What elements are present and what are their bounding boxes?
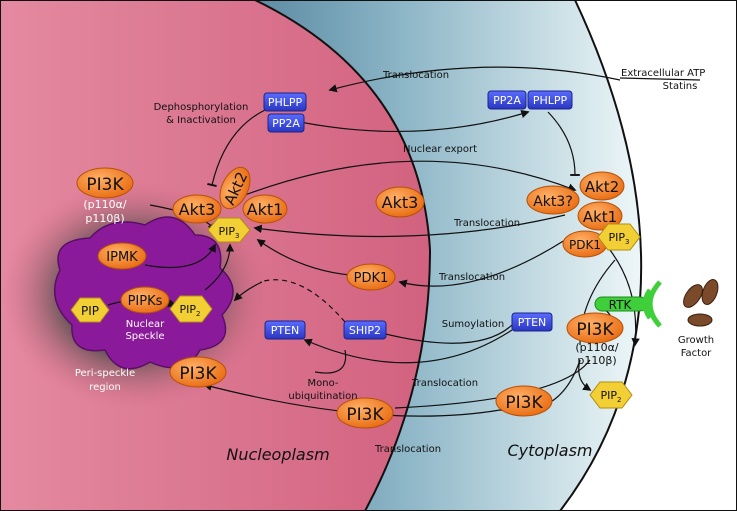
translocation-pten-label: Translocation [411, 378, 478, 389]
cytoplasm-label: Cytoplasm [507, 441, 592, 460]
translocation-top-label: Translocation [382, 70, 449, 81]
pi3k-nuclear-label: PI3K [86, 175, 124, 195]
translocation-pdk1-label: Translocation [438, 272, 505, 283]
extracellular-line2: Statins [663, 81, 698, 92]
ship2-label: SHIP2 [349, 324, 381, 337]
pi3k-nuclear-lower-label: PI3K [179, 364, 217, 384]
extracellular-line1: Extracellular ATP [621, 68, 705, 79]
pip3-cyto-node [597, 223, 641, 251]
sumoylation-label: Sumoylation [442, 319, 505, 330]
rtk-label: RTK [609, 298, 633, 312]
pip3-nuclear-label: PIP3 [219, 225, 240, 240]
pi3k-nuclear-iso-line1: (p110α/ [83, 198, 127, 211]
nuclear-speckle-label-line2: Speckle [125, 331, 164, 342]
pi3k-cyto-iso-line2: p110β) [577, 354, 616, 367]
akt3-center-label: Akt3 [382, 193, 419, 212]
ship2-node [343, 320, 387, 340]
peri-speckle-label-line2: region [89, 382, 121, 393]
pip-node [70, 297, 110, 323]
pdk1-nuclear-label: PDK1 [354, 271, 389, 286]
pip2-cyto-node [589, 381, 633, 409]
pi3k-cyto-lower-label: PI3K [505, 393, 543, 413]
phlpp-cyto-label: PHLPP [533, 94, 568, 107]
dephos-line1: Dephosphorylation [154, 102, 249, 113]
ipmk-node [97, 242, 147, 270]
pp2a-nuclear-label: PP2A [272, 117, 300, 130]
pipks-label: PIPKs [128, 294, 163, 309]
pi3k-cyto-iso-line1: (p110α/ [575, 341, 619, 354]
peri-speckle-label-line1: Peri-speckle [75, 368, 135, 379]
phlpp-nuclear-label: PHLPP [268, 96, 303, 109]
pip2-cyto-label: PIP2 [601, 389, 622, 404]
akt3-nuclear-node [172, 194, 222, 224]
phlpp-cyto-node [527, 90, 573, 110]
akt3-nuclear-label: Akt3 [179, 200, 216, 219]
akt3q-node [526, 185, 580, 215]
pi3k-boundary-node [336, 397, 394, 429]
pten-cyto-node [511, 312, 553, 332]
nuclear-speckle-label-line1: Nuclear [126, 319, 165, 330]
nuclear-export-label: Nuclear export [403, 144, 477, 155]
pip-label: PIP [81, 304, 99, 318]
pten-nuclear-label: PTEN [271, 324, 300, 337]
akt1-cyto-node [577, 201, 623, 231]
akt3-center-node [375, 186, 425, 218]
rtk-receptor [594, 280, 662, 328]
pi3k-nuclear-iso-line2: p110β) [85, 212, 124, 225]
pi3k-nuclear-node [76, 167, 134, 199]
pdk1-cyto-label: PDK1 [569, 238, 601, 252]
pi3k-cyto-node [566, 312, 624, 344]
pathway-arrows [107, 66, 701, 417]
pdk1-nuclear-node [346, 263, 396, 291]
akt3q-label: Akt3? [533, 194, 573, 210]
akt1-cyto-label: Akt1 [583, 208, 617, 226]
monoubiq-line2: ubiquitination [288, 391, 357, 402]
pten-nuclear-node [264, 320, 306, 340]
translocation-bottom-label: Translocation [374, 444, 441, 455]
growth-factor-label-line1: Growth [678, 335, 714, 346]
pip3-cyto-label: PIP3 [609, 231, 630, 246]
pi3k-nuclear-lower-node [169, 356, 227, 388]
pp2a-cyto-label: PP2A [493, 94, 521, 107]
pten-cyto-label: PTEN [518, 316, 547, 329]
growth-factor-label-line2: Factor [681, 348, 712, 359]
pi3k-cyto-label: PI3K [576, 320, 614, 340]
pp2a-cyto-node [487, 90, 527, 110]
pp2a-nuclear-node [267, 113, 305, 133]
pip2-nuclear-label: PIP2 [180, 303, 201, 318]
akt1-nuclear-label: Akt1 [247, 200, 284, 219]
akt1-nuclear-node [242, 194, 288, 224]
phlpp-nuclear-node [263, 92, 307, 112]
dephos-line2: & Inactivation [166, 115, 236, 126]
monoubiq-line1: Mono- [308, 378, 339, 389]
pipks-node [120, 286, 170, 314]
ipmk-label: IPMK [106, 250, 138, 265]
pi3k-cyto-lower-node [495, 385, 553, 417]
akt2-cyto-node [579, 171, 625, 201]
akt2-cyto-label: Akt2 [585, 178, 619, 196]
nucleoplasm-label: Nucleoplasm [226, 445, 329, 464]
translocation-akt-label: Translocation [453, 218, 520, 229]
pip2-nuclear-node [169, 295, 213, 323]
pip3-nuclear-node [207, 217, 251, 243]
pi3k-boundary-label: PI3K [346, 405, 384, 425]
growth-factor-particles [683, 279, 719, 327]
